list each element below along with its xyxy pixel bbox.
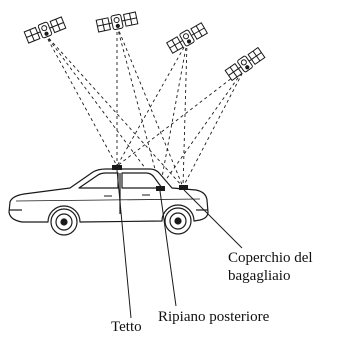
rear-shelf-leader <box>159 190 177 307</box>
rear-shelf-label: Ripiano posteriore <box>158 309 270 325</box>
roof-antenna <box>112 165 122 170</box>
sedan-car-icon <box>8 168 209 236</box>
trunk-lid-label-line1: Coperchio del <box>228 250 313 266</box>
trunk-lid-leader <box>183 189 243 249</box>
satellite-icon <box>224 46 266 82</box>
satellite-icon <box>95 10 139 34</box>
trunk-lid-label-line2: bagagliaio <box>228 268 291 284</box>
roof-leader <box>116 169 132 319</box>
trunk-lid-antenna <box>179 185 188 190</box>
signal-lines <box>44 25 246 189</box>
roof-label: Tetto <box>111 319 142 335</box>
trunk-lid-label: Coperchio del bagagliaio <box>228 249 313 285</box>
rear-shelf-antenna <box>156 186 165 191</box>
satellite-icon <box>23 15 67 45</box>
